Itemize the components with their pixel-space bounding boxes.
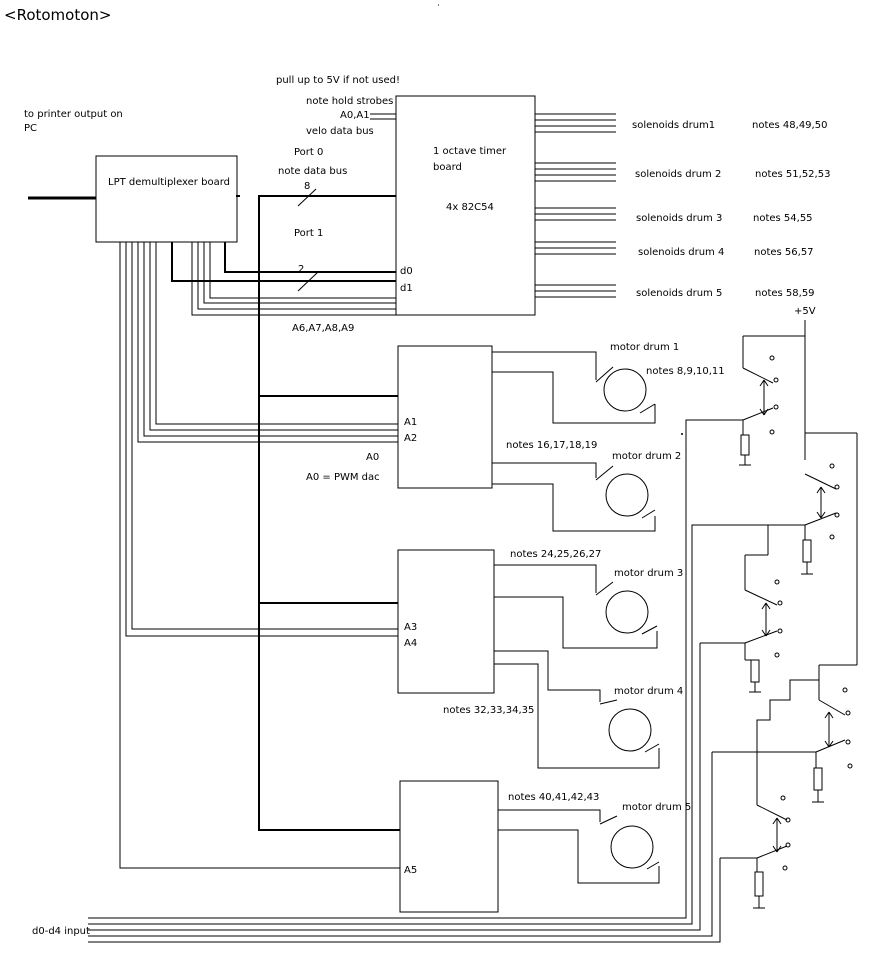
- data-bus: [171, 195, 400, 831]
- motor-3-circle: [605, 590, 649, 634]
- motor-4: [599, 699, 660, 753]
- bus-width-2: 2: [298, 264, 304, 275]
- motor-5-brush-a: [599, 815, 618, 825]
- solenoid-2-notes: notes 51,52,53: [755, 169, 830, 180]
- address-lines-label: A6,A7,A8,A9: [292, 323, 354, 334]
- motor-3-brush-a: [595, 581, 614, 596]
- pullup-note: pull up to 5V if not used!: [276, 75, 400, 86]
- dac-board-1: [397, 345, 493, 489]
- motor-2-circle: [605, 473, 649, 517]
- relay-contacts: [769, 355, 853, 871]
- pin-a0: A0: [366, 452, 379, 463]
- motor-2-brush-b: [641, 509, 656, 519]
- motor-2-brush-a: [595, 465, 614, 481]
- relay-4: [712, 665, 846, 803]
- dac-board-2: [397, 549, 495, 694]
- motor-2-notes: notes 16,17,18,19: [506, 440, 597, 451]
- lpt-board-label: LPT demultiplexer board: [108, 177, 230, 188]
- motor-5-notes: notes 40,41,42,43: [508, 792, 599, 803]
- motor-2-label: motor drum 2: [612, 451, 681, 462]
- motor-4-label: motor drum 4: [614, 686, 683, 697]
- pin-a1: A1: [404, 417, 417, 428]
- relay-2: [768, 473, 837, 575]
- motor-3: [595, 581, 658, 635]
- d0-label: d0: [400, 266, 413, 277]
- address-lines: [119, 242, 400, 869]
- note-data-bus-label: note data bus: [278, 166, 347, 177]
- supply-label: +5V: [794, 306, 816, 317]
- timer-chip-label: 4x 82C54: [446, 202, 494, 213]
- lpt-demultiplexer-board: [95, 155, 238, 243]
- velo-data-bus: velo data bus: [306, 126, 374, 137]
- note-hold-strobes: note hold strobes: [306, 96, 393, 107]
- motor-5-circle: [610, 825, 654, 869]
- motor-4-circle: [608, 708, 652, 752]
- pin-a5: A5: [404, 865, 417, 876]
- a0-a1-label: A0,A1: [340, 110, 370, 121]
- solenoid-4-notes: notes 56,57: [754, 247, 814, 258]
- input-bus: [88, 419, 768, 943]
- stray-dot-2: [681, 433, 683, 435]
- motor-4-brush-a: [599, 699, 618, 705]
- relay-group: [700, 335, 846, 909]
- pin-a2: A2: [404, 433, 417, 444]
- bus-slash-8: [297, 188, 317, 207]
- motor-3-label: motor drum 3: [614, 568, 683, 579]
- pin-a4: A4: [404, 638, 417, 649]
- motor-5-brush-b: [646, 861, 660, 870]
- printer-note-line2: PC: [24, 123, 37, 134]
- motor-1-label: motor drum 1: [610, 342, 679, 353]
- motor-2: [595, 465, 656, 519]
- motor-4-brush-b: [644, 743, 660, 753]
- solenoid-4-label: solenoids drum 4: [638, 247, 724, 258]
- motor-4-notes: notes 32,33,34,35: [443, 705, 534, 716]
- timer-board-label-1: 1 octave timer: [433, 146, 507, 157]
- solenoid-output-lines: [535, 113, 616, 298]
- motor-1-brush-a: [595, 366, 614, 383]
- relay-3: [700, 525, 778, 693]
- solenoid-3-label: solenoids drum 3: [636, 213, 722, 224]
- pin-a3: A3: [404, 622, 417, 633]
- timer-board: [395, 95, 536, 316]
- relay-5: [720, 679, 819, 909]
- supply-rail: [804, 320, 858, 666]
- solenoid-2-label: solenoids drum 2: [635, 169, 721, 180]
- motor-wiring: [492, 351, 660, 884]
- motor-1: [595, 366, 656, 414]
- diagram-title: <Rotomoton>: [4, 6, 111, 24]
- pwm-dac-note: A0 = PWM dac: [306, 472, 380, 483]
- motor-1-brush-b: [639, 403, 656, 414]
- solenoid-1-notes: notes 48,49,50: [752, 120, 827, 131]
- d1-label: d1: [400, 283, 413, 294]
- printer-note-line1: to printer output on: [24, 109, 123, 120]
- solenoid-3-notes: notes 54,55: [753, 213, 813, 224]
- motor-1-circle: [603, 368, 647, 412]
- motor-3-brush-b: [641, 625, 658, 635]
- port1-label: Port 1: [294, 228, 323, 239]
- motor-5-label: motor drum 5: [622, 802, 691, 813]
- relay-1: [700, 335, 805, 466]
- bus-width-8: 8: [304, 181, 310, 192]
- input-label: d0-d4 input: [32, 926, 90, 937]
- motor-1-notes: notes 8,9,10,11: [646, 366, 725, 377]
- solenoid-5-notes: notes 58,59: [755, 288, 815, 299]
- port0-label: Port 0: [294, 147, 323, 158]
- solenoid-1-label: solenoids drum1: [632, 120, 715, 131]
- dac-board-3: [399, 780, 499, 913]
- motor-3-notes: notes 24,25,26,27: [510, 549, 601, 560]
- solenoid-5-label: solenoids drum 5: [636, 288, 722, 299]
- timer-board-label-2: board: [433, 162, 462, 173]
- motor-5: [599, 815, 660, 870]
